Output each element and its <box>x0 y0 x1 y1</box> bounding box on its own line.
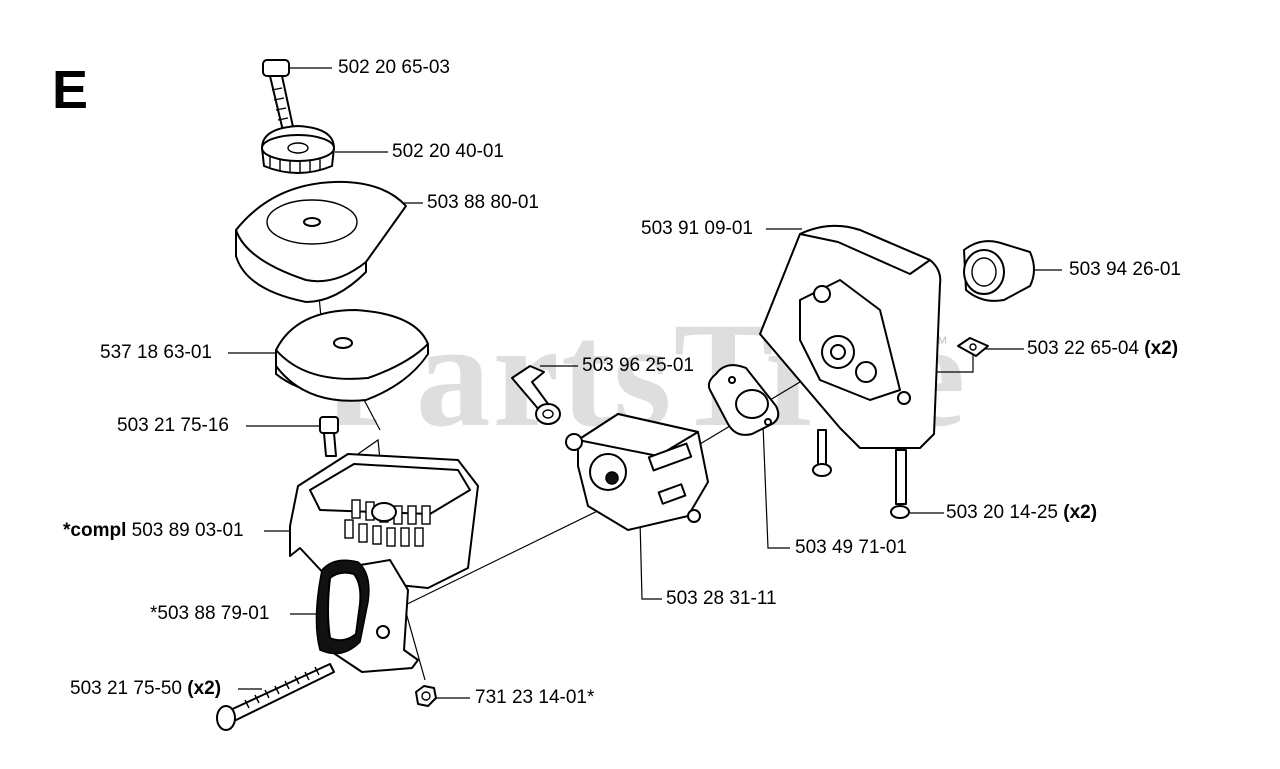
part-label-502-20-65-03: 502 20 65-03 <box>338 57 450 78</box>
part-label-503-88-80-01: 503 88 80-01 <box>427 192 539 213</box>
filter-housing-part <box>289 453 479 589</box>
carb-housing-part <box>759 224 942 449</box>
nut-plate-part <box>957 337 989 357</box>
part-label-503-89-03-01: *compl 503 89 03-01 <box>63 520 244 542</box>
gasket-part <box>707 364 780 436</box>
part-label-503-88-79-01: *503 88 79-01 <box>150 603 270 624</box>
part-label-503-96-25-01: 503 96 25-01 <box>582 355 694 376</box>
filter-cover-part <box>235 180 407 303</box>
part-label-503-21-75-16: 503 21 75-16 <box>117 415 229 436</box>
part-label-503-94-26-01: 503 94 26-01 <box>1069 259 1181 280</box>
small-screw-part <box>319 416 339 457</box>
part-label-731-23-14-01: 731 23 14-01* <box>475 687 595 708</box>
part-label-503-28-31-11: 503 28 31-11 <box>666 588 777 609</box>
part-label-503-22-65-04: 503 22 65-04 (x2) <box>1027 338 1178 360</box>
long-screw-part <box>216 663 335 731</box>
part-number: 503 21 75-50 <box>70 678 182 699</box>
filter-element-part <box>275 309 429 402</box>
part-label-502-20-40-01: 502 20 40-01 <box>392 141 504 162</box>
section-letter: E <box>52 60 89 120</box>
part-label-503-20-14-25: 503 20 14-25 (x2) <box>946 502 1097 524</box>
part-label-503-21-75-50: 503 21 75-50 (x2) <box>70 678 221 700</box>
nut-part <box>415 685 437 707</box>
knob-part <box>261 125 335 174</box>
part-number: 503 20 14-25 <box>946 502 1058 523</box>
housing-screw-part <box>812 429 910 519</box>
part-number: 503 89 03-01 <box>131 520 244 541</box>
primer-holder-part <box>315 559 419 673</box>
quantity: (x2) <box>187 678 222 699</box>
compl-prefix: *compl <box>63 520 127 541</box>
part-number: 503 22 65-04 <box>1027 338 1139 359</box>
part-label-537-18-63-01: 537 18 63-01 <box>100 342 212 363</box>
throttle-wire-part <box>511 365 561 425</box>
part-label-503-49-71-01: 503 49 71-01 <box>795 537 907 558</box>
sleeve-part <box>963 240 1035 302</box>
carburettor-part <box>565 413 709 531</box>
part-label-503-91-09-01: 503 91 09-01 <box>641 218 753 239</box>
quantity: (x2) <box>1063 502 1098 523</box>
quantity: (x2) <box>1144 338 1179 359</box>
